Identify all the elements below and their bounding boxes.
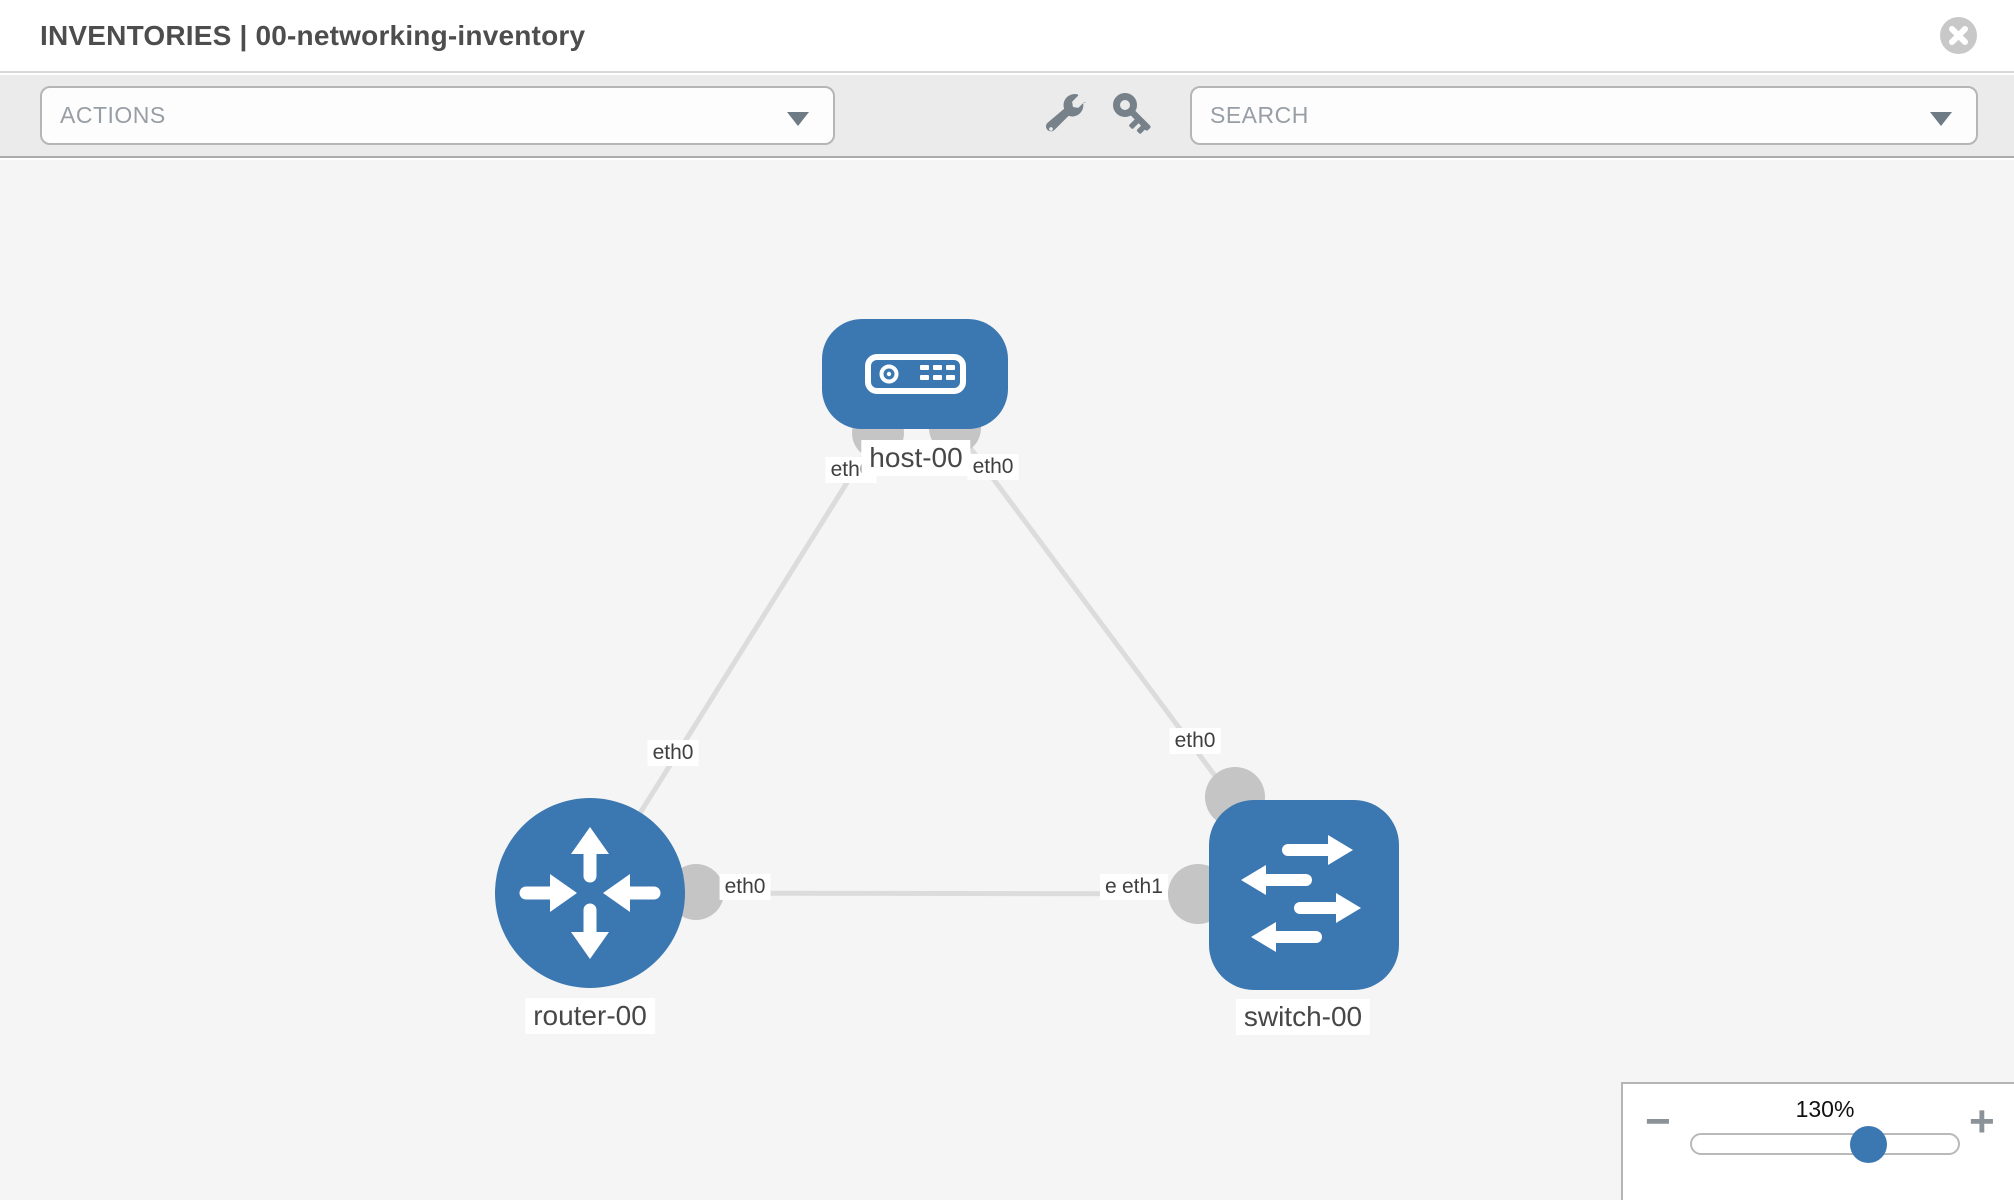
interface-label: eth0: [719, 874, 771, 900]
zoom-slider[interactable]: [1690, 1126, 1960, 1163]
key-icon: [1113, 92, 1151, 134]
close-button[interactable]: [1940, 17, 1977, 54]
interface-label: eth0: [967, 454, 1019, 480]
switch-arrows-icon: [1241, 835, 1361, 952]
server-icon: [865, 354, 966, 394]
close-icon: [1949, 26, 1968, 45]
interface-endpoints: [668, 402, 1265, 924]
node-label-host-00: host-00: [861, 440, 971, 476]
page-title: INVENTORIES | 00-networking-inventory: [40, 20, 586, 51]
chevron-down-icon: [1930, 112, 1952, 126]
search-dropdown[interactable]: SEARCH: [1190, 86, 1978, 145]
topology-canvas[interactable]: eth0 eth0 eth0 eth0 eth0 eth0 eth1 host-…: [0, 160, 2014, 1200]
zoom-in-button[interactable]: +: [1969, 1097, 1995, 1146]
node-label-switch-00: switch-00: [1235, 999, 1371, 1035]
actions-dropdown[interactable]: ACTIONS: [40, 86, 835, 145]
zoom-slider-knob[interactable]: [1850, 1126, 1887, 1163]
interface-label: eth0: [1169, 728, 1221, 754]
interface-label: eth0: [825, 457, 877, 483]
chevron-down-icon: [787, 112, 809, 126]
actions-dropdown-label: ACTIONS: [60, 102, 166, 128]
node-host-00[interactable]: [822, 319, 1008, 429]
wrench-icon: [1045, 93, 1086, 131]
node-label-router-00: router-00: [525, 998, 655, 1034]
zoom-panel: 130% − +: [1621, 1082, 2014, 1200]
node-router-00[interactable]: [495, 798, 685, 988]
wrench-button[interactable]: [1042, 91, 1090, 139]
interface-label: eth0: [647, 740, 699, 766]
header: INVENTORIES | 00-networking-inventory: [0, 0, 2014, 73]
router-arrows-icon: [519, 827, 661, 959]
interface-label: eth1: [1117, 874, 1168, 900]
key-button[interactable]: [1110, 91, 1158, 139]
node-switch-00[interactable]: [1209, 800, 1399, 990]
search-placeholder: SEARCH: [1210, 102, 1309, 128]
zoom-level-label: 130%: [1795, 1096, 1855, 1122]
zoom-out-button[interactable]: −: [1645, 1097, 1671, 1146]
toolbar: ACTIONS SEARCH: [0, 75, 2014, 158]
